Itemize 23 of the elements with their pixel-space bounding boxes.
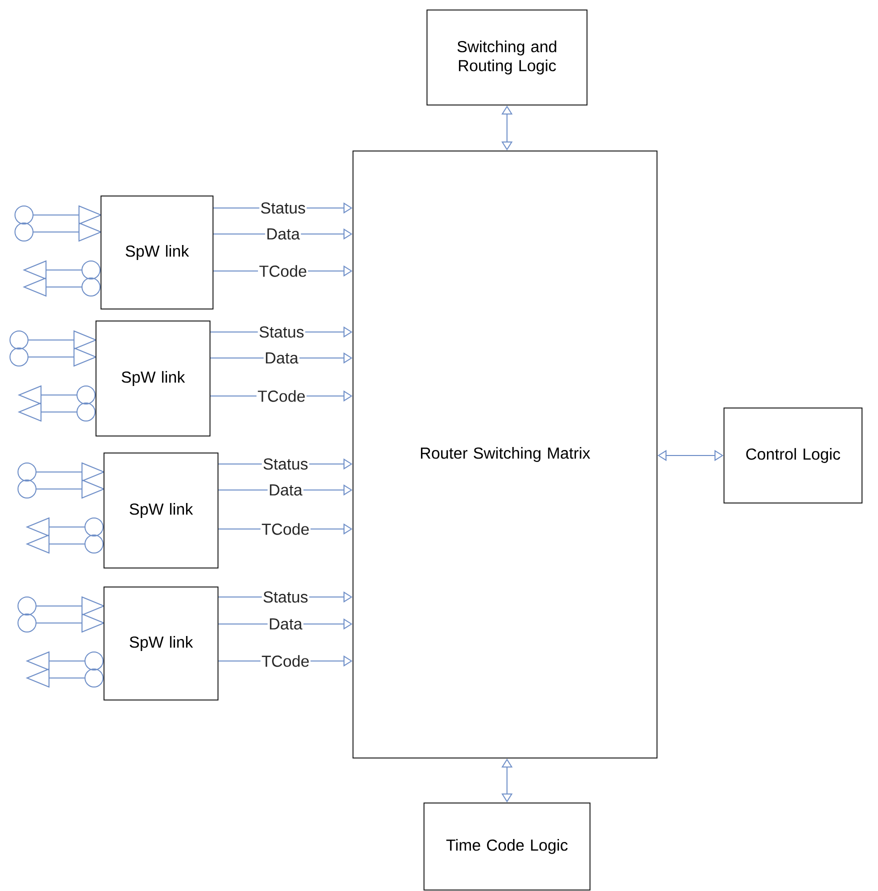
- link-box: SpW link: [96, 320, 210, 436]
- edge-label: Data: [268, 483, 304, 497]
- logic-box: Control Logic: [724, 408, 862, 504]
- link-box: SpW link: [104, 452, 218, 568]
- link-box: SpW link: [100, 196, 214, 310]
- edge-label: TCode: [256, 389, 307, 403]
- edge-label: TCode: [260, 522, 311, 536]
- edge-label: Status: [258, 325, 306, 339]
- arrow: [658, 450, 724, 462]
- arrow: [501, 106, 513, 150]
- arrow: [501, 758, 513, 802]
- edge-label: Status: [262, 590, 310, 604]
- logic-box: Switching and Routing Logic: [426, 10, 588, 106]
- edge-label: Status: [262, 457, 310, 471]
- edge-label: TCode: [258, 264, 308, 278]
- logic-box: Time Code Logic: [424, 802, 590, 890]
- edge-label: Data: [264, 351, 300, 365]
- link-box: SpW link: [104, 586, 218, 700]
- edge-label: Data: [265, 227, 301, 241]
- edge-label: TCode: [260, 654, 311, 668]
- matrix-box: Router Switching Matrix: [352, 150, 658, 758]
- edge-label: Status: [259, 201, 307, 215]
- edge-label: Data: [268, 617, 304, 631]
